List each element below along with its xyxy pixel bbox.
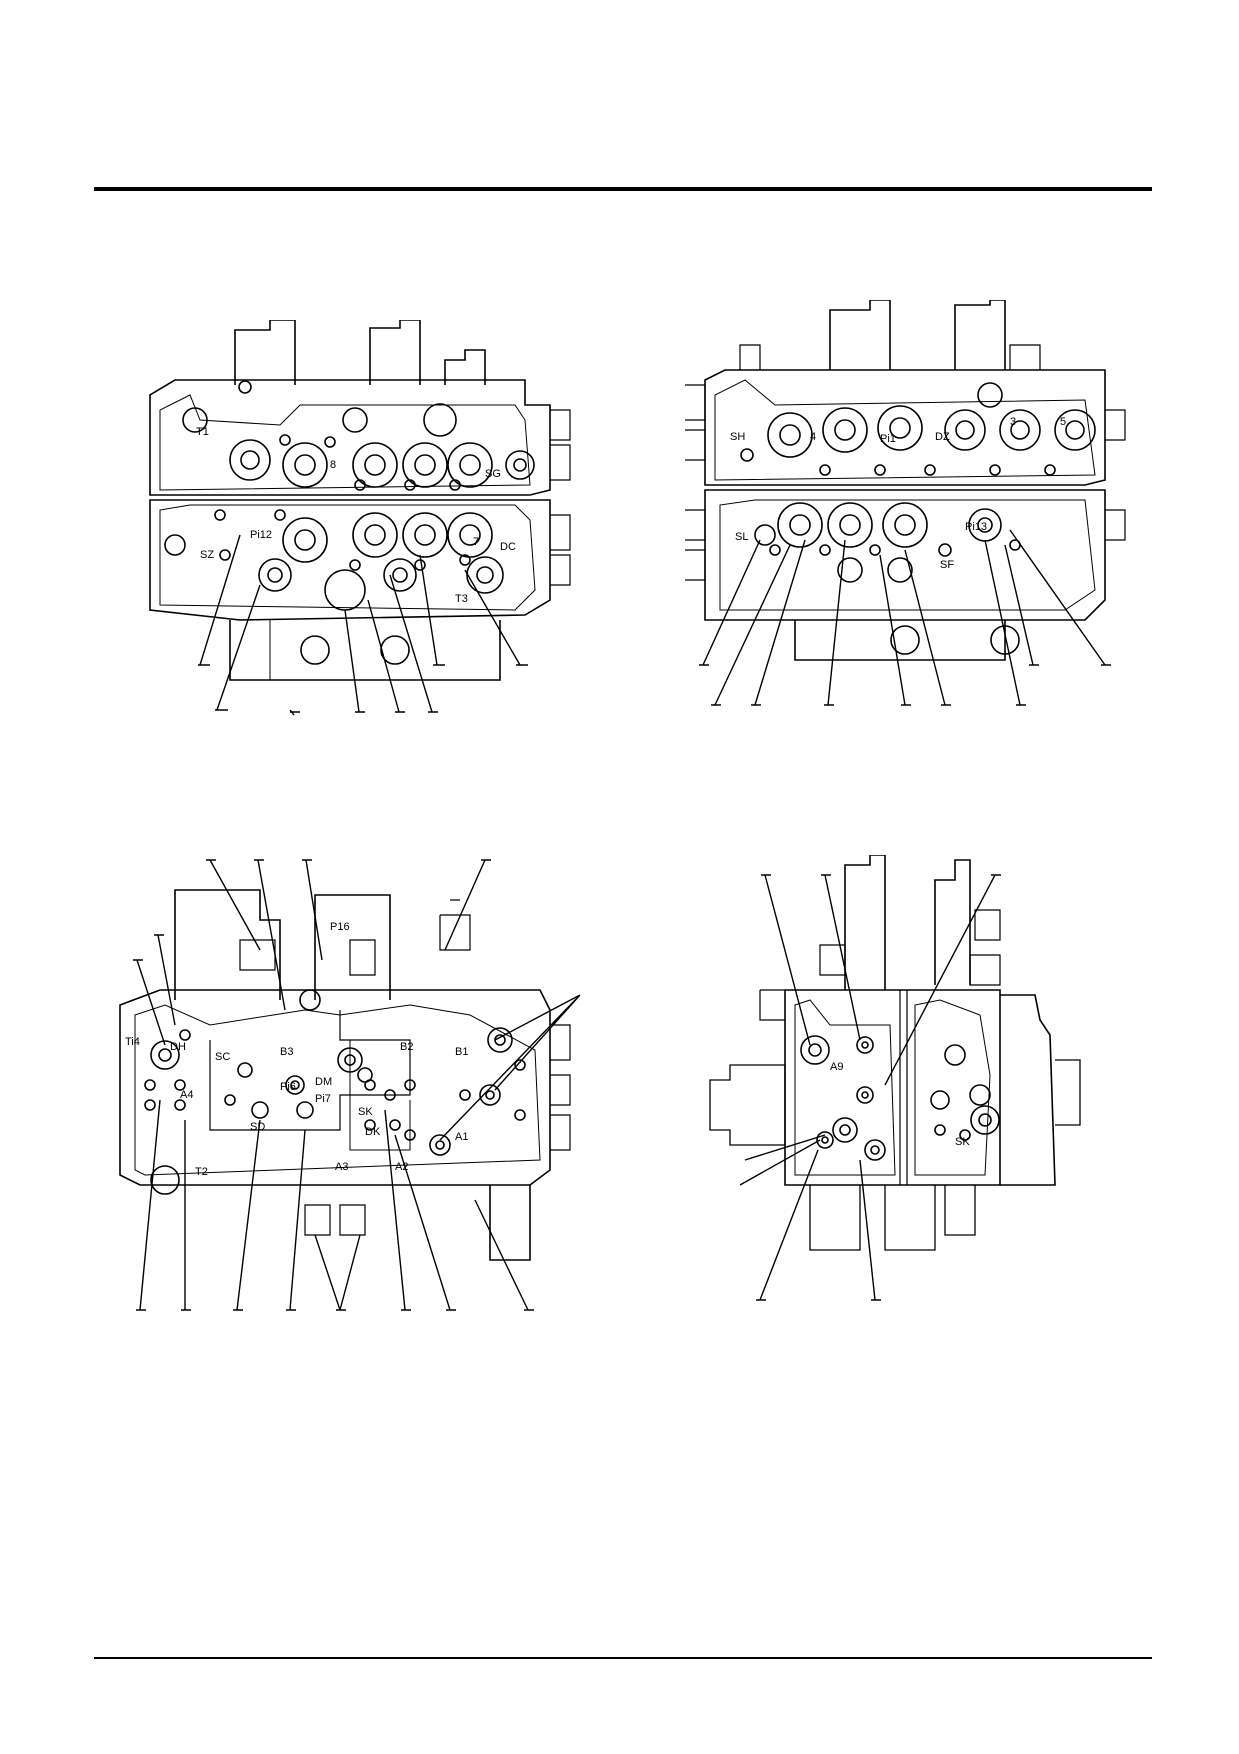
port-label-t1: T1 bbox=[196, 426, 209, 438]
port-label-b2: B2 bbox=[400, 1041, 413, 1053]
valve-view-top-left: T1 SG Pi12 SZ DC T3 8 7 bbox=[120, 320, 590, 720]
port-label-sg: SG bbox=[485, 468, 501, 480]
port-label-ti4: Ti4 bbox=[125, 1036, 140, 1048]
footer-rule bbox=[94, 1657, 1152, 1659]
port-label-b1: B1 bbox=[455, 1046, 468, 1058]
port-label-4: 4 bbox=[810, 431, 816, 443]
port-label-a1: A1 bbox=[455, 1131, 468, 1143]
port-label-pi6: Pi6 bbox=[280, 1081, 296, 1093]
port-label-sk: SK bbox=[955, 1136, 970, 1148]
port-label-dc: DC bbox=[500, 541, 516, 553]
valve-view-bottom-left: DH SC B3 B2 B1 A4 T2 A3 A2 A1 DM Pi7 Pi6… bbox=[110, 840, 600, 1320]
valve-view-bottom-right: A9 SK bbox=[700, 855, 1130, 1315]
port-label-3: 3 bbox=[1010, 416, 1016, 428]
port-label-a9: A9 bbox=[830, 1061, 843, 1073]
header-rule bbox=[94, 187, 1152, 191]
port-label-pi1: Pi1 bbox=[880, 433, 896, 445]
port-label-t2: T2 bbox=[195, 1166, 208, 1178]
port-label-sl: SL bbox=[735, 531, 748, 543]
port-label-t3: T3 bbox=[455, 593, 468, 605]
port-label-pi12: Pi12 bbox=[250, 529, 272, 541]
port-label-b3: B3 bbox=[280, 1046, 293, 1058]
port-label-8: 8 bbox=[330, 459, 336, 471]
port-label-sf: SF bbox=[940, 559, 954, 571]
port-label-dk: DK bbox=[365, 1126, 381, 1138]
port-label-5: 5 bbox=[1060, 416, 1066, 428]
port-label-a2: A2 bbox=[395, 1161, 408, 1173]
port-label-pi7: Pi7 bbox=[315, 1093, 331, 1105]
port-label-a4: A4 bbox=[180, 1089, 193, 1101]
port-label-dm: DM bbox=[315, 1076, 332, 1088]
port-label-p16: P16 bbox=[330, 921, 350, 933]
port-label-sk-dk: SK bbox=[358, 1106, 373, 1118]
port-label-sd: SD bbox=[250, 1121, 265, 1133]
port-label-7: 7 bbox=[473, 536, 479, 548]
port-label-dz: DZ bbox=[935, 431, 950, 443]
port-label-dh: DH bbox=[170, 1041, 186, 1053]
port-label-sc: SC bbox=[215, 1051, 230, 1063]
port-label-sz: SZ bbox=[200, 549, 214, 561]
port-label-pi13: Pi13 bbox=[965, 521, 987, 533]
port-label-a3: A3 bbox=[335, 1161, 348, 1173]
valve-view-top-right: SH Pi1 DZ SL Pi13 SF 4 3 5 bbox=[665, 300, 1135, 720]
port-label-sh: SH bbox=[730, 431, 745, 443]
